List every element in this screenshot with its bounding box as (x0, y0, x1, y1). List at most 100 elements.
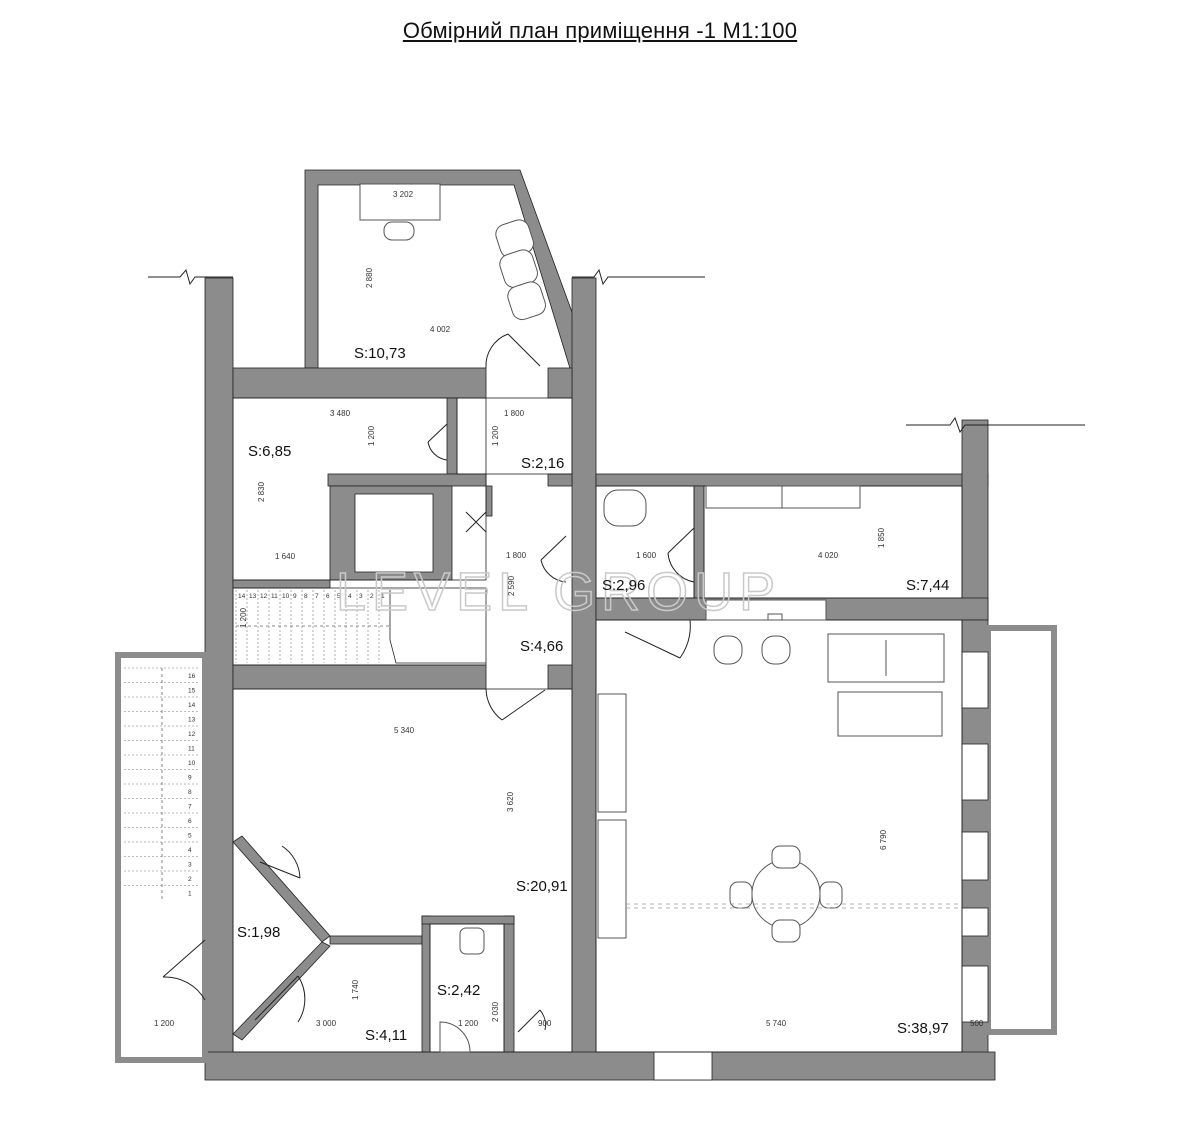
inner-stair-step-number: 10 (282, 593, 290, 600)
watermark: LEVEL GROUP (336, 562, 781, 622)
dim-4-11-height: 1 740 (351, 979, 360, 1000)
dim-corridor-2590: 2 590 (507, 575, 516, 596)
dim-7-44-height: 1 850 (877, 527, 886, 548)
inner-stair-step-number: 12 (260, 593, 268, 600)
inner-stair-step-number: 7 (315, 593, 319, 600)
corridor-chair (603, 489, 647, 527)
inner-stair-step-number: 14 (238, 593, 246, 600)
outer-stair-step-number: 5 (188, 833, 192, 840)
outer-stair-step-number: 10 (188, 760, 196, 767)
dashed-lines (626, 903, 962, 909)
inner-stair-step-number: 9 (293, 593, 297, 600)
office-bottom-wall-right (547, 367, 573, 399)
partition-wall-2 (327, 473, 487, 487)
toilet (459, 927, 485, 955)
dim-corridor-1800: 1 800 (506, 551, 527, 560)
area-label-2-96: S:2,96 (602, 577, 645, 594)
inner-stair-step-number: 3 (359, 593, 363, 600)
outer-stair-step-number: 11 (188, 746, 195, 753)
armchair-3 (507, 281, 546, 321)
area-label-4-66: S:4,66 (520, 638, 563, 655)
area-label-2-42: S:2,42 (437, 982, 480, 999)
dim-corridor-1600: 1 600 (636, 551, 657, 560)
dim-6-85-bottom: 1 640 (275, 552, 296, 561)
outer-stair-step-number: 15 (188, 688, 196, 695)
bar-stool-2 (761, 635, 791, 665)
tv-unit-1 (597, 693, 627, 813)
outer-stair-step-number: 16 (188, 673, 196, 680)
dining-table (751, 859, 821, 929)
lower-partition-1 (329, 935, 423, 945)
bar-counter (705, 599, 827, 621)
hall-top-wall (232, 664, 487, 690)
walls (115, 169, 1057, 1081)
area-label-1-98: S:1,98 (237, 924, 280, 941)
outer-stair-step-number: 4 (188, 847, 192, 854)
outer-stair-frame (115, 652, 208, 1063)
outer-stair-step-number: 12 (188, 731, 196, 738)
outer-stair-step-number: 2 (188, 876, 192, 883)
area-label-2-16: S:2,16 (521, 455, 564, 472)
dining-chair-top (771, 845, 801, 869)
area-label-38-97: S:38,97 (897, 1020, 949, 1037)
furniture (359, 183, 945, 1053)
ground-lines (148, 268, 1085, 434)
dining-chair-bottom (771, 919, 801, 943)
inner-stair-step-number: 8 (304, 593, 308, 600)
dim-4-11-width: 3 000 (316, 1019, 337, 1028)
shaft-inner (354, 493, 434, 573)
center-right-wall (571, 277, 597, 1061)
inner-stair-landing (389, 590, 486, 664)
outer-stair-step-number: 6 (188, 818, 192, 825)
corridor-wall (485, 485, 493, 517)
dim-office-height: 2 880 (365, 267, 374, 288)
room-outlines (232, 397, 963, 1053)
shower-tray (439, 1021, 471, 1053)
inner-stair-step-number: 2 (370, 593, 374, 600)
outer-stair-step-number: 3 (188, 862, 192, 869)
dim-wc-height: 2 030 (491, 1001, 500, 1022)
coffee-table (837, 691, 943, 737)
area-labels: S:10,73 S:6,85 S:2,16 S:2,96 S:7,44 S:4,… (237, 345, 949, 1044)
outer-stair-step-number: 13 (188, 717, 196, 724)
doors (162, 333, 695, 1033)
balcony-frame (985, 625, 1057, 1035)
partition-wall-1 (446, 397, 458, 475)
office-desk (359, 183, 441, 221)
outer-stair-step-number: 9 (188, 775, 192, 782)
dim-wc-width: 1 200 (458, 1019, 479, 1028)
tv-unit-2 (597, 819, 627, 939)
dim-6-85-1200: 1 200 (367, 425, 376, 446)
partition-wall-3 (232, 579, 331, 589)
bottom-outer-wall (204, 1051, 996, 1081)
outer-stair-step-number: 1 (188, 891, 192, 898)
plan-title: Обмірний план приміщення -1 М1:100 (402, 18, 798, 43)
dimension-labels: 3 202 2 880 4 002 3 480 1 200 2 830 1 64… (154, 190, 984, 1028)
wc-top-wall (421, 915, 515, 925)
upper-right-top-wall (595, 473, 989, 487)
bar-stool-1 (713, 635, 743, 665)
wc-right-wall (503, 915, 515, 1053)
office-bottom-wall (232, 367, 487, 399)
office-chair (383, 221, 415, 241)
outer-stair-step-number: 7 (188, 804, 192, 811)
area-label-6-85: S:6,85 (248, 443, 291, 460)
dim-6-85-top: 3 480 (330, 409, 351, 418)
area-label-office: S:10,73 (354, 345, 406, 362)
left-outer-wall (204, 277, 234, 1061)
inner-stair-step-number: 13 (249, 593, 257, 600)
dim-living-height: 6 790 (879, 829, 888, 850)
dining-chair-right (819, 881, 843, 909)
area-label-20-91: S:20,91 (516, 878, 568, 895)
dim-outer-stair: 1 200 (154, 1019, 175, 1028)
dim-office-width: 4 002 (430, 325, 451, 334)
dim-7-44-width: 4 020 (818, 551, 839, 560)
hall-top-wall-right (547, 664, 573, 690)
partition-wall-2b (547, 473, 573, 487)
dim-2-16-side: 1 200 (491, 425, 500, 446)
inner-stair-step-number: 6 (326, 593, 330, 600)
dim-office-desk: 3 202 (393, 190, 414, 199)
